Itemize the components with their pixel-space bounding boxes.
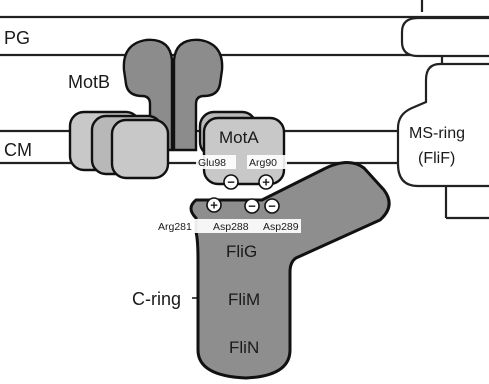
ms-ring-label-line1: MS-ring bbox=[409, 125, 465, 142]
pg-label: PG bbox=[4, 28, 30, 48]
glu98-label: Glu98 bbox=[198, 157, 226, 169]
c-ring-label: C-ring bbox=[132, 289, 181, 309]
asp288-label: Asp288 bbox=[213, 221, 249, 233]
asp289-charge: − bbox=[268, 199, 276, 214]
asp288-charge: − bbox=[248, 199, 256, 214]
flim-label: FliM bbox=[228, 290, 260, 309]
ms-ring-label-line2: (FliF) bbox=[418, 150, 455, 167]
arg90-charge: + bbox=[262, 175, 270, 190]
glu98-charge: − bbox=[227, 175, 235, 190]
flin-label: FliN bbox=[229, 338, 259, 357]
arg90-label: Arg90 bbox=[249, 157, 277, 169]
pg-ring bbox=[402, 18, 489, 56]
cm-label: CM bbox=[4, 140, 32, 160]
flig-label: FliG bbox=[226, 242, 257, 261]
mota-right bbox=[200, 112, 284, 184]
arg281-label: Arg281 bbox=[158, 221, 192, 233]
mota-label: MotA bbox=[219, 128, 259, 147]
mota-left bbox=[70, 112, 168, 178]
rod-structure bbox=[398, 0, 489, 218]
asp289-label: Asp289 bbox=[263, 221, 299, 233]
mota-left-front bbox=[112, 120, 168, 178]
arg281-charge: + bbox=[210, 198, 218, 213]
motb-label: MotB bbox=[68, 72, 110, 92]
rotor-body bbox=[191, 162, 389, 378]
